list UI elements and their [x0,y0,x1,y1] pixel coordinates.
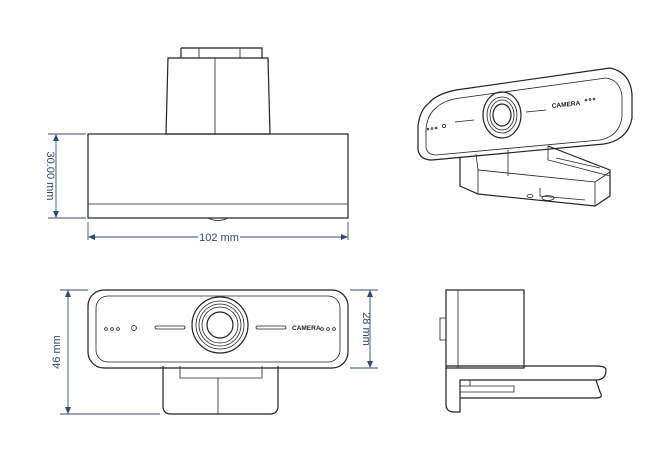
top-view [87,47,349,221]
indicator-light-icon [131,325,137,331]
body-height-dimension: 28 mm [350,289,378,369]
front-view: CAMERA [87,289,349,415]
total-height-dimension: 46 mm [51,289,160,415]
lens-icon [191,296,249,354]
width-dimension: 102 mm [87,222,349,244]
depth-dimension-label: 30.00 mm [44,152,56,201]
isometric-view: CAMERA [417,67,633,207]
total-height-dimension-label: 46 mm [51,335,63,369]
iso-lens-icon [482,91,522,139]
front-camera-label: CAMERA [292,325,321,332]
iso-camera-label: CAMERA [551,100,580,110]
mic-dot-icon [332,327,336,331]
mic-dot-icon [320,327,324,331]
mic-dot-icon [326,327,330,331]
body-height-dimension-label: 28 mm [360,312,372,346]
side-view [439,289,607,413]
depth-dimension: 30.00 mm [44,133,86,219]
width-dimension-label: 102 mm [199,232,239,244]
mic-dot-icon [110,327,114,331]
mic-dot-icon [116,327,120,331]
mic-dot-icon [104,327,108,331]
